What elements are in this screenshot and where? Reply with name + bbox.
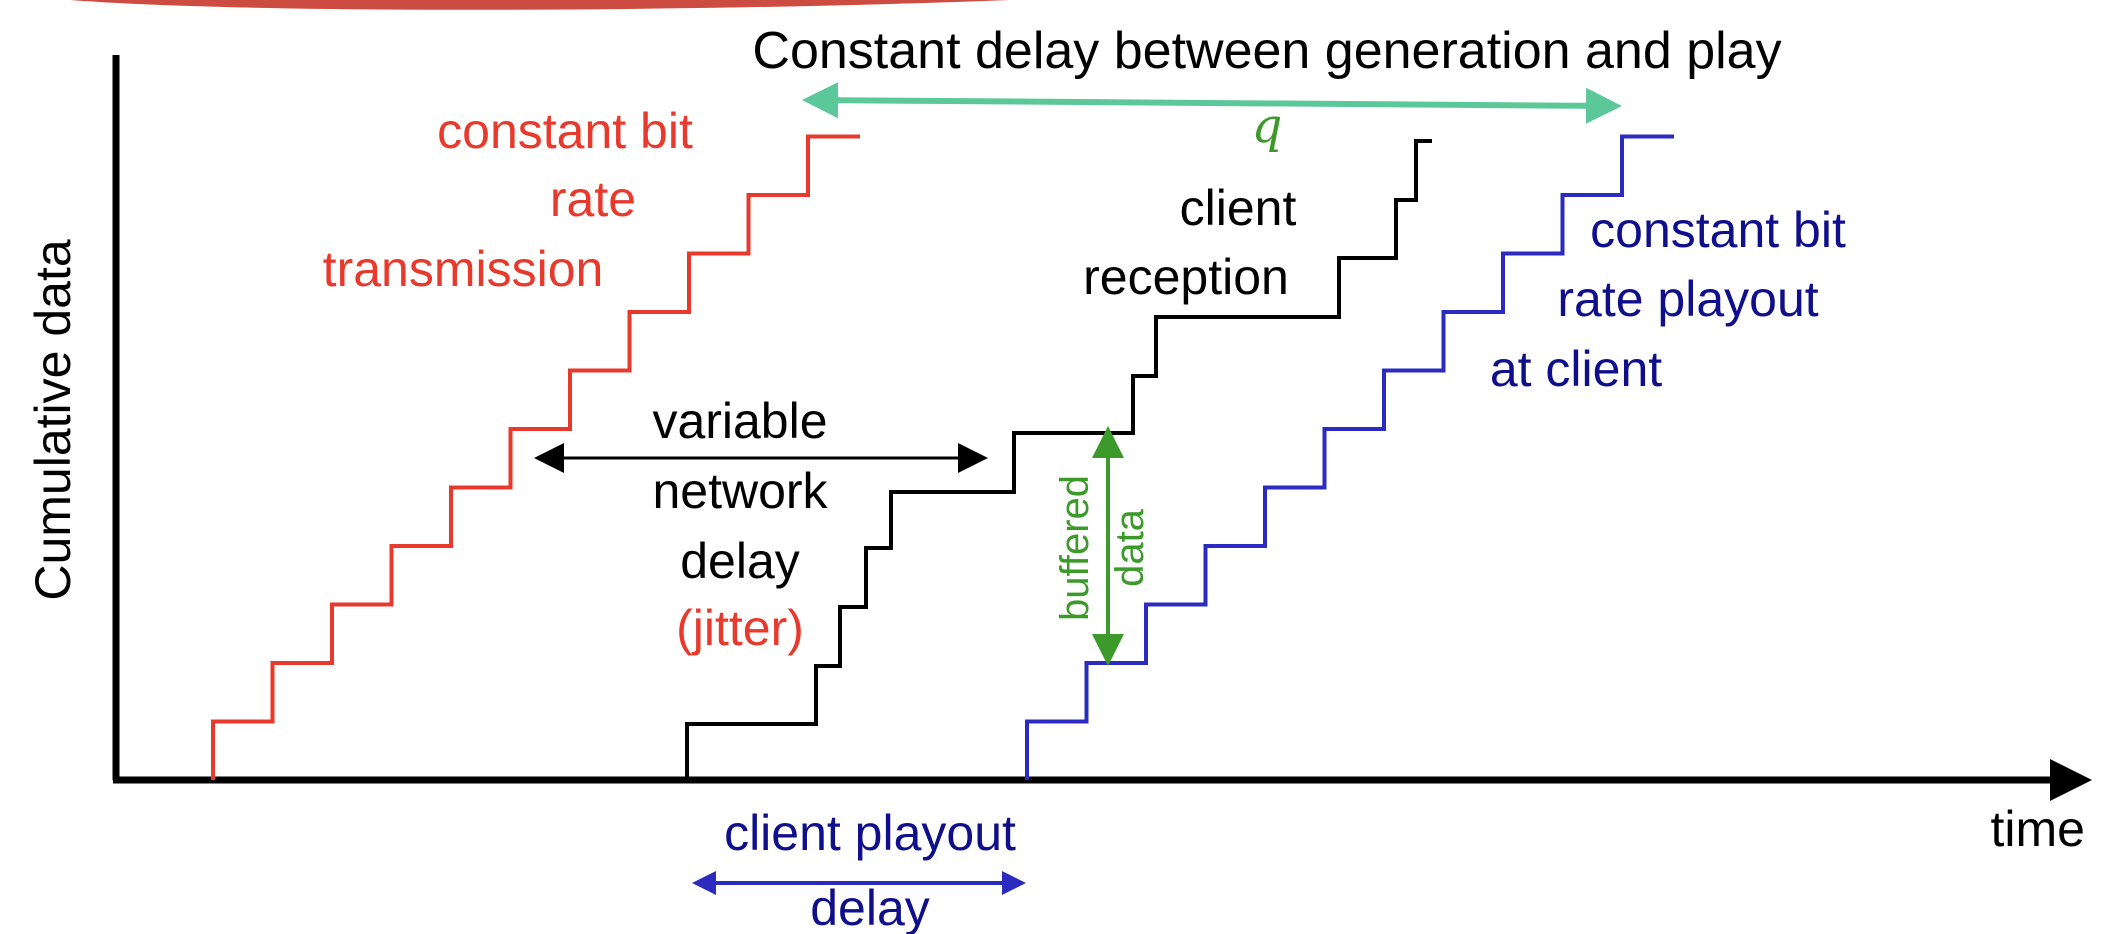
- transmission-label-line1: constant bit: [437, 103, 693, 159]
- jitter-label: (jitter): [676, 600, 804, 656]
- playout-label-line1: constant bit: [1590, 202, 1846, 258]
- title: Constant delay between generation and pl…: [752, 22, 1781, 80]
- transmission-label-line2: rate: [550, 171, 636, 227]
- reception-label-line1: client: [1180, 180, 1297, 236]
- y-axis-label: Cumulative data: [25, 239, 81, 600]
- x-axis-label: time: [1991, 801, 2085, 857]
- decorative-red-stroke: [70, 0, 1010, 10]
- network-delay-label-line2: network: [652, 463, 828, 519]
- constant-delay-arrow: [802, 82, 1622, 124]
- reception-label-line2: reception: [1083, 249, 1289, 305]
- client-delay-label-line1: client playout: [724, 805, 1016, 861]
- playout-label-line3: at client: [1490, 341, 1662, 397]
- transmission-label-line3: transmission: [323, 241, 604, 297]
- network-delay-label-line3: delay: [680, 533, 800, 589]
- buffered-label-line2: data: [1108, 508, 1152, 587]
- transmission-staircase: [211, 134, 860, 780]
- buffered-label-line1: buffered: [1053, 475, 1097, 621]
- playout-label-line2: rate playout: [1557, 271, 1818, 327]
- playout-staircase: [1025, 134, 1674, 780]
- client-delay-label-line2: delay: [810, 880, 930, 934]
- reception-staircase: [685, 139, 1432, 780]
- network-delay-label-line1: variable: [652, 393, 827, 449]
- q-symbol: q: [1252, 98, 1283, 154]
